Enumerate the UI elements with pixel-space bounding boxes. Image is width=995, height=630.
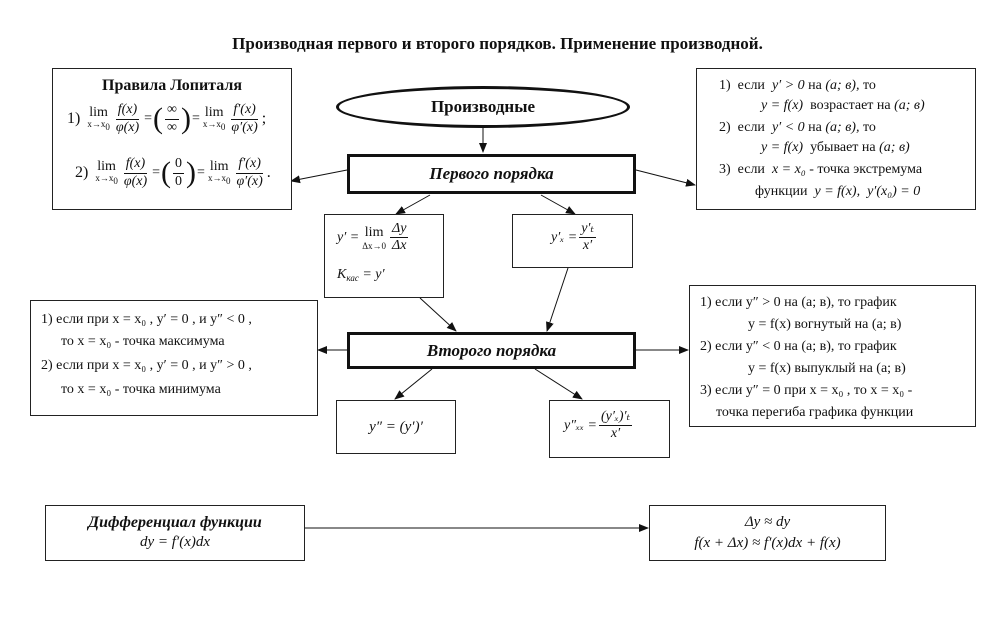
arrow-second-to-sparam	[534, 368, 583, 400]
extremum-line-2: то x = x₀ - точка максимума	[61, 334, 225, 349]
convexity-line-3: 2) если y″ < 0 на (а; в), то график	[700, 339, 897, 354]
extremum-line-1: 1) если при x = x₀ , y′ = 0 , и y″ < 0 ,	[41, 312, 252, 327]
second-derivative-def-box: y″ = (y′)′	[336, 400, 456, 454]
convexity-line-2: y = f(x) вогнутый на (а; в)	[748, 317, 902, 332]
page-title: Производная первого и второго порядков. …	[232, 34, 763, 53]
extremum-line-4: то x = x₀ - точка минимума	[61, 382, 221, 397]
convexity-line-1: 1) если y″ > 0 на (а; в), то график	[700, 295, 897, 310]
extremum-line-3: 2) если при x = x₀ , y′ = 0 , и y″ > 0 ,	[41, 358, 252, 373]
convexity-line-6: точка перегиба графика функции	[716, 405, 914, 420]
approximation-box: Δy ≈ dy f(x + Δx) ≈ f′(x)dx + f(x)	[649, 505, 886, 561]
monotonic-box: 1) если y′ > 0 на (а; в), то y = f(x) во…	[696, 68, 976, 210]
monotonic-item-2b: y = f(x) убывает на (а; в)	[761, 140, 910, 155]
approx-line-1: Δy ≈ dy	[744, 514, 791, 530]
differential-formula: dy = f′(x)dx	[139, 534, 211, 550]
first-order-box: Первого порядка	[347, 154, 636, 194]
convexity-box: 1) если y″ > 0 на (а; в), то график y = …	[689, 285, 976, 427]
monotonic-item-3a: 3) если x = x₀ - точка экстремума	[719, 162, 923, 177]
monotonic-item-3b: функции y = f(x), y′(x₀) = 0	[755, 184, 921, 199]
arrow-def-to-second	[419, 297, 457, 332]
monotonic-item-2a: 2) если y′ < 0 на (а; в), то	[719, 120, 876, 135]
arrow-first-to-def	[395, 194, 431, 215]
second-order-label: Второго порядка	[426, 340, 557, 360]
arrow-param-to-second	[546, 267, 569, 332]
convexity-line-5: 3) если y″ = 0 при x = x₀ , то x = x₀ -	[700, 383, 913, 398]
extremum-box: 1) если при x = x₀ , y′ = 0 , и y″ < 0 ,…	[30, 300, 318, 416]
second-derivative-formula: y″ = (y′)′	[369, 418, 423, 435]
arrow-first-to-monotonic	[635, 169, 696, 187]
arrow-second-to-sdef	[394, 368, 433, 400]
differential-heading: Дифференциал функции	[88, 514, 262, 531]
arrow-first-to-param	[540, 194, 576, 215]
second-order-box: Второго порядка	[347, 332, 636, 369]
first-order-label: Первого порядка	[429, 164, 554, 183]
approx-line-2: f(x + Δx) ≈ f′(x)dx + f(x)	[694, 535, 841, 551]
monotonic-item-1a: 1) если y′ > 0 на (а; в), то	[719, 78, 876, 93]
tangent-slope: Kкас = y′	[337, 267, 385, 283]
differential-box: Дифференциал функции dy = f′(x)dx	[45, 505, 305, 561]
monotonic-item-1b: y = f(x) возрастает на (а; в)	[761, 98, 925, 113]
arrow-first-to-lhopital	[290, 169, 348, 184]
convexity-line-4: y = f(x) выпуклый на (а; в)	[748, 361, 906, 376]
derivatives-oval: Производные	[336, 86, 630, 128]
lhopital-heading: Правила Лопиталя	[102, 77, 242, 94]
